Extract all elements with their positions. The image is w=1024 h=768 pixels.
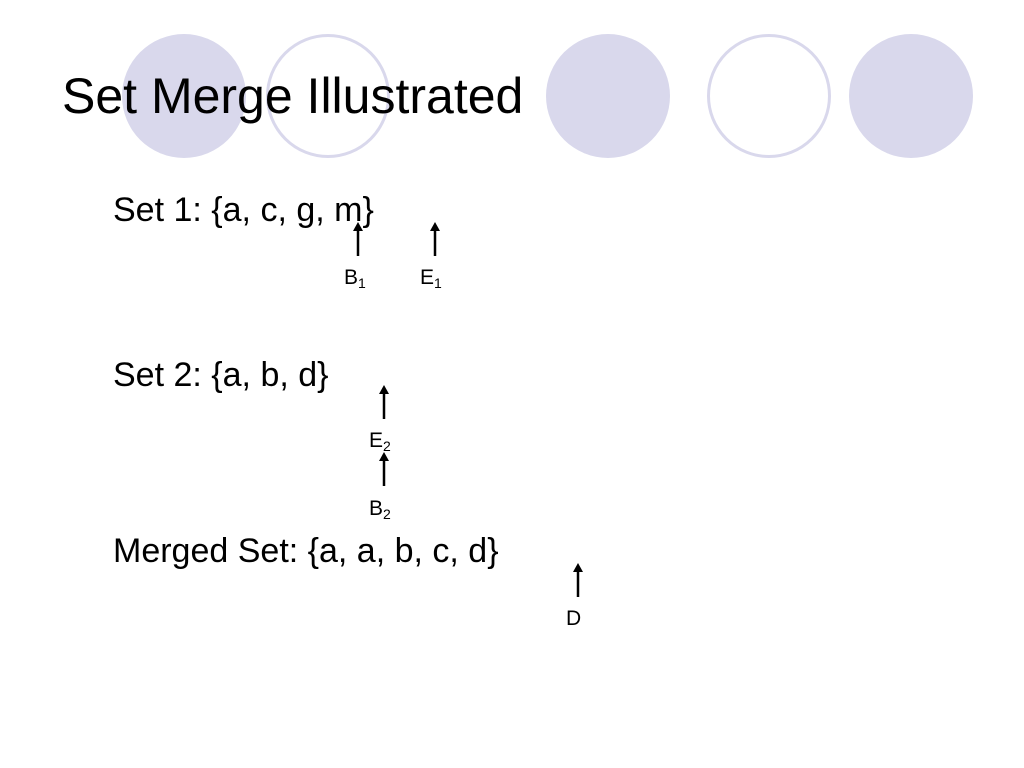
decor-circle-4 (707, 34, 831, 158)
up-arrow-icon (430, 222, 440, 256)
slide-title: Set Merge Illustrated (62, 68, 524, 124)
pointer-label-e1: E1 (420, 266, 442, 291)
up-arrow-icon (379, 452, 389, 486)
up-arrow-icon (379, 385, 389, 419)
decor-circle-1 (122, 34, 246, 158)
merged-set-line: Merged Set: {a, a, b, c, d} (113, 532, 499, 570)
pointer-label-b1: B1 (344, 266, 366, 291)
up-arrow-icon (353, 222, 363, 256)
pointer-label-e2: E2 (369, 429, 391, 454)
up-arrow-icon (573, 563, 583, 597)
pointer-label-d: D (566, 607, 582, 630)
set-2-line: Set 2: {a, b, d} (113, 356, 329, 394)
set-1-line: Set 1: {a, c, g, m} (113, 191, 374, 229)
pointer-label-b2: B2 (369, 497, 391, 522)
decor-circle-2 (266, 34, 390, 158)
decor-circle-5 (849, 34, 973, 158)
decor-circle-3 (546, 34, 670, 158)
